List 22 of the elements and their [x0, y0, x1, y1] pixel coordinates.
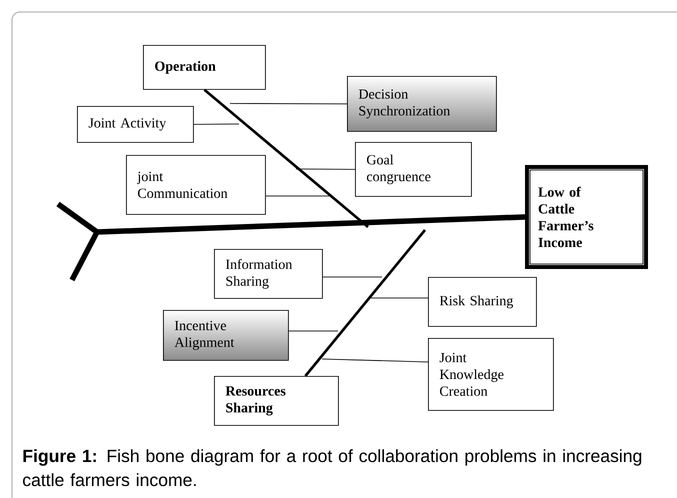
cause-box: Decision Synchronization [347, 76, 497, 132]
category-box: Operation [143, 45, 266, 90]
cause-box: Goal congruence [355, 142, 472, 197]
bone-branch [322, 358, 428, 362]
category-box: Resources Sharing [214, 376, 339, 426]
cause-box: joint Communication [126, 154, 266, 215]
cause-box: Incentive Alignment [163, 310, 289, 361]
fishbone-bone [204, 88, 369, 228]
cause-box: Joint Knowledge Creation [428, 338, 554, 411]
cause-box: Information Sharing [214, 248, 323, 299]
bone-branch [322, 276, 382, 278]
figure-caption: Figure 1: Fish bone diagram for a root of collaboration problems in increasing cattle farmers income. [23, 449, 642, 486]
bone-branch [193, 124, 240, 125]
bone-branch [296, 168, 356, 170]
bone-branch [230, 103, 348, 104]
effect-box: Low of Cattle Farmer’s Income [525, 165, 648, 269]
cause-box: Risk Sharing [428, 277, 537, 327]
fish-tail [56, 202, 101, 282]
bone-branch [288, 330, 338, 332]
fishbone-spine [96, 214, 526, 235]
fishbone-bone [304, 229, 426, 377]
cause-box: Joint Activity [77, 106, 194, 143]
